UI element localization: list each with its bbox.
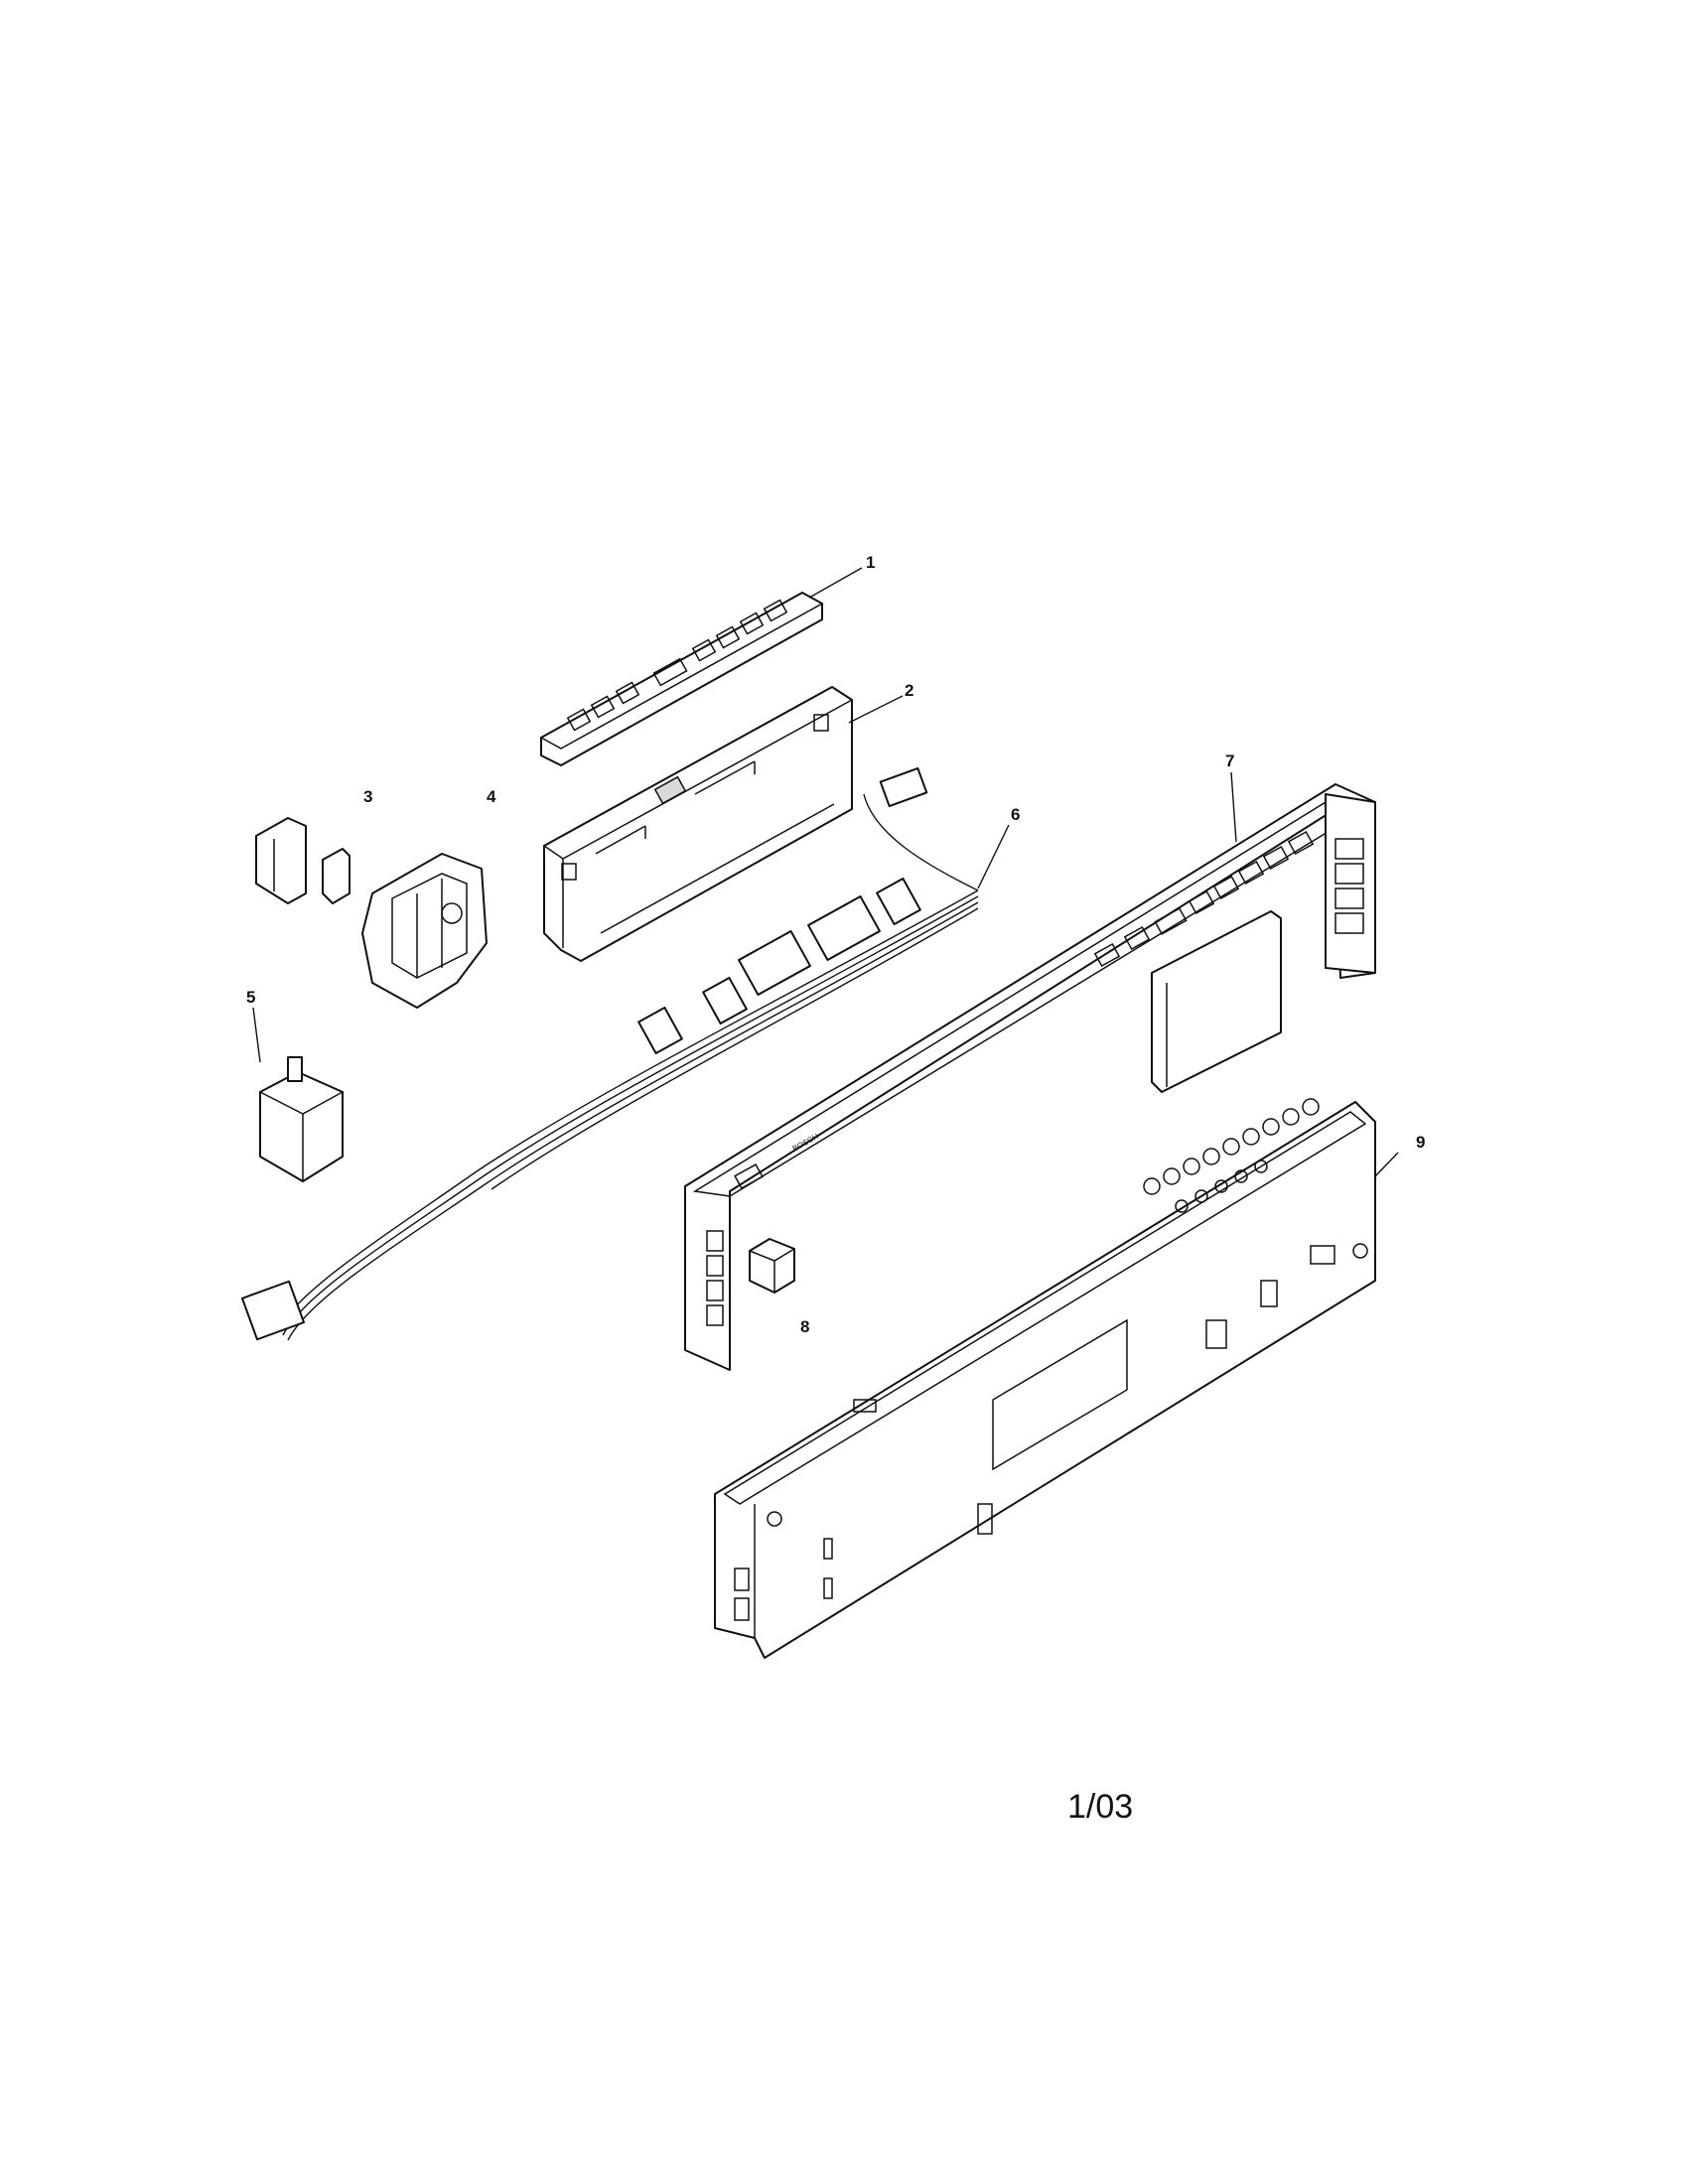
part-3-bracket [255, 817, 351, 904]
part-6-wire-harness [240, 766, 979, 1341]
callout-6: 6 [1011, 805, 1020, 824]
callout-labels: 1 2 3 4 5 6 7 8 9 [246, 553, 1425, 1336]
callout-5: 5 [246, 988, 255, 1007]
part-5-power-switch [258, 1056, 345, 1182]
callout-8: 8 [800, 1317, 809, 1336]
part-8-block [749, 1238, 795, 1294]
part-2-control-module [542, 686, 854, 962]
revision-code: 1/03 [1067, 1788, 1133, 1826]
callout-4: 4 [487, 787, 496, 806]
callout-7: 7 [1225, 751, 1234, 770]
callout-2: 2 [905, 681, 913, 700]
callout-9: 9 [1416, 1133, 1425, 1152]
part-9-inner-panel [714, 1098, 1376, 1659]
part-4-switch-assembly [361, 853, 488, 1009]
leader-lines [252, 567, 1399, 1177]
callout-3: 3 [363, 787, 372, 806]
part-1-button-strip [539, 592, 824, 766]
callout-1: 1 [866, 553, 875, 572]
part-7-control-panel: BOSCH [684, 783, 1376, 1371]
